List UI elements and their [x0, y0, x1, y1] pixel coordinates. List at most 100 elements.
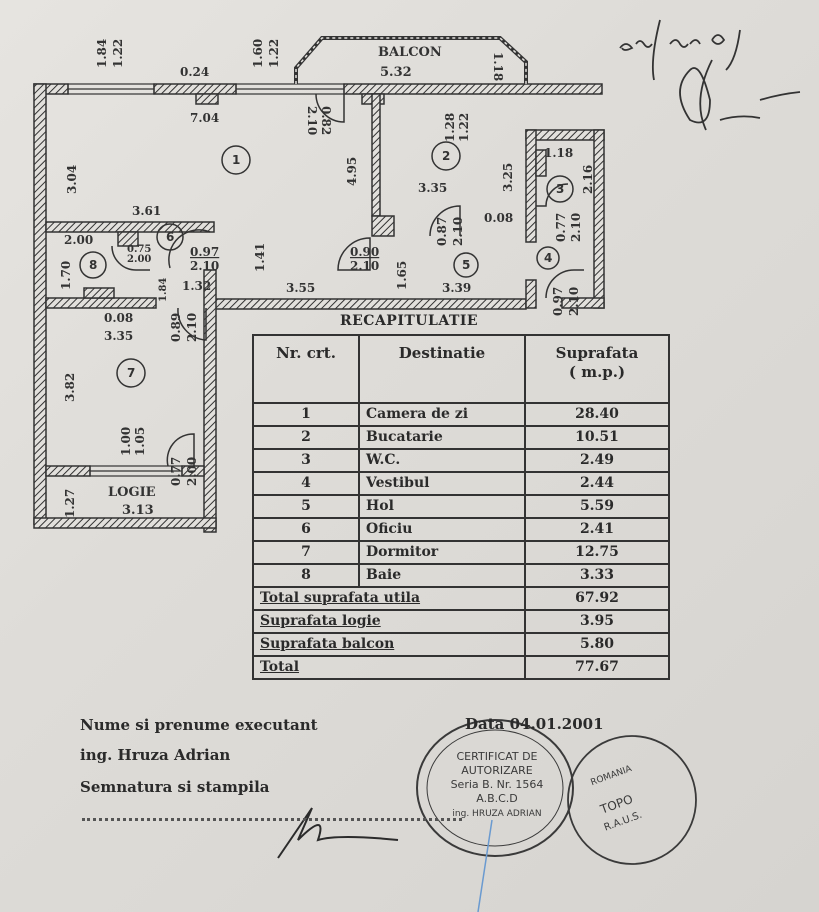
- room-7-marker: [116, 358, 146, 388]
- stamp-left: [416, 719, 574, 857]
- dim-win1b: 1.22: [111, 39, 125, 68]
- room-number: 5: [462, 258, 470, 272]
- dim-kitchen-width: 3.35: [418, 181, 447, 195]
- header-nr: Nr. crt.: [252, 334, 360, 404]
- dim-door-balcon-w: 0.82: [319, 106, 333, 135]
- dim-oficiu-width: 1.32: [182, 279, 211, 293]
- dim-oficiu-door-h: 2.10: [190, 259, 219, 273]
- dim-hall-width: 3.39: [442, 281, 471, 295]
- stamp-line: A.B.C.D: [476, 792, 518, 805]
- room-8-marker: [79, 251, 107, 279]
- dim-oficiu-span: 1.41: [253, 243, 267, 272]
- dim-bath-door-w: 0.75: [127, 244, 151, 255]
- walls: [33, 83, 605, 533]
- room-5-marker: [453, 252, 479, 278]
- stamp-line: ing. HRUZA ADRIAN: [452, 809, 541, 819]
- row-dest: Vestibul: [358, 471, 526, 496]
- room-4-marker: [536, 246, 560, 270]
- dim-bed-win-b: 1.05: [133, 427, 147, 456]
- dim-win2b: 1.22: [267, 39, 281, 68]
- total-value: 3.95: [524, 609, 670, 634]
- dim-door-balcon-h: 2.10: [305, 106, 319, 135]
- dim-bed-door-h: 2.10: [185, 313, 199, 342]
- dim-room1-width: 7.04: [190, 111, 219, 125]
- room-number: 3: [556, 182, 564, 196]
- dim-balcon-side: 1.18: [491, 52, 505, 81]
- dim-wc-door-w: 0.77: [554, 213, 568, 242]
- dim-offset-b: 0.08: [104, 311, 133, 325]
- row-sup: 2.49: [524, 448, 670, 473]
- room-number: 1: [232, 153, 240, 167]
- dim-bath-door-h: 2.00: [127, 254, 151, 265]
- room-number: 4: [544, 251, 552, 265]
- stamp-line: CERTIFICAT DE: [457, 750, 538, 763]
- total-value: 67.92: [524, 586, 670, 611]
- dim-hall-door-h: 2.10: [350, 259, 379, 273]
- header-dest: Destinatie: [358, 334, 526, 404]
- total-value: 5.80: [524, 632, 670, 657]
- executant-name: ing. Hruza Adrian: [80, 746, 231, 764]
- row-nr: 3: [252, 448, 360, 473]
- row-dest: Hol: [358, 494, 526, 519]
- room-1-marker: [221, 145, 251, 175]
- row-sup: 5.59: [524, 494, 670, 519]
- dim-win1: 1.84: [95, 39, 109, 68]
- row-nr: 5: [252, 494, 360, 519]
- row-sup: 12.75: [524, 540, 670, 565]
- dim-vest-door-w: 0.97: [551, 287, 565, 316]
- dim-room8-top: 3.61: [132, 204, 161, 218]
- room-3-marker: [546, 175, 574, 203]
- dim-wc-height: 2.16: [581, 165, 595, 194]
- dim-room1-height: 3.04: [65, 165, 79, 194]
- logie-label: LOGIE: [108, 485, 156, 500]
- total-label: Total: [252, 655, 526, 680]
- executant-label: Nume si prenume executant: [80, 716, 318, 734]
- row-sup: 10.51: [524, 425, 670, 450]
- dim-kitchen-door-h: 2.10: [451, 217, 465, 246]
- dim-kitchen-win: 1.28: [443, 113, 457, 142]
- dim-kitchen-win-b: 1.22: [457, 113, 471, 142]
- room-number: 8: [89, 258, 97, 272]
- row-dest: W.C.: [358, 448, 526, 473]
- dim-oficiu-door-w: 0.97: [190, 245, 219, 259]
- stamp-right: [567, 735, 697, 865]
- door-swings: [111, 93, 584, 467]
- header-sup-2: ( m.p.): [568, 363, 626, 381]
- stamp-line: AUTORIZARE: [461, 764, 533, 777]
- room-number: 6: [166, 230, 174, 244]
- windows: [67, 83, 345, 477]
- dim-hall-height: 1.65: [395, 261, 409, 290]
- signature-line: [82, 818, 462, 821]
- total-value: 77.67: [524, 655, 670, 680]
- stamp-line: Seria B. Nr. 1564: [451, 778, 544, 791]
- dim-bed-height: 3.82: [63, 373, 77, 402]
- dim-pillar: 0.24: [180, 65, 209, 79]
- row-dest: Dormitor: [358, 540, 526, 565]
- dim-logie-depth: 1.27: [63, 489, 77, 518]
- dim-wc-door-h: 2.10: [569, 213, 583, 242]
- row-sup: 2.41: [524, 517, 670, 542]
- signature-label: Semnatura si stampila: [80, 778, 270, 796]
- row-dest: Oficiu: [358, 517, 526, 542]
- dim-win2: 1.60: [251, 39, 265, 68]
- pen-mark: [477, 819, 493, 912]
- row-nr: 1: [252, 402, 360, 427]
- dim-corridor: 3.55: [286, 281, 315, 295]
- row-nr: 4: [252, 471, 360, 496]
- balcon-width: 5.32: [380, 65, 412, 80]
- dim-bed-door-w: 0.89: [169, 313, 183, 342]
- stamp-line: ROMANIA: [589, 764, 633, 788]
- handwritten-note: [619, 19, 801, 131]
- row-nr: 8: [252, 563, 360, 588]
- dim-hall-door-w: 0.90: [350, 245, 379, 259]
